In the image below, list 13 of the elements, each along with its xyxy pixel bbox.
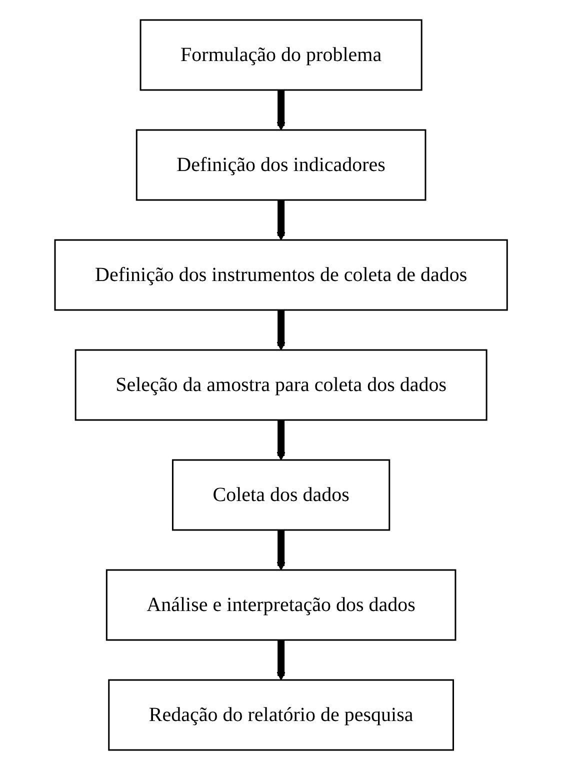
node-box: Definição dos indicadores [136,128,426,200]
arrow [276,90,286,130]
arrow [276,640,286,680]
arrow [276,200,286,240]
node-box: Definição dos instrumentos de coleta de dados [54,238,508,310]
node-box: Redação do relatório de pesquisa [108,678,454,750]
arrow [276,310,286,350]
arrow [276,530,286,570]
node-box: Seleção da amostra para coleta dos dados [74,348,488,420]
node-box: Coleta dos dados [172,458,390,530]
arrow [276,420,286,460]
node-box: Análise e interpretação dos dados [106,568,456,640]
node-box: Formulação do problema [140,18,422,90]
